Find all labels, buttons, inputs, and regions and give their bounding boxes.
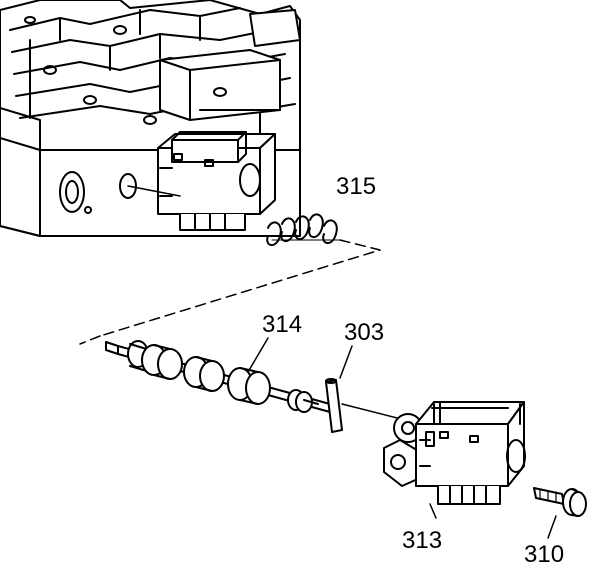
leader-line-solenoid (429, 503, 437, 519)
callout-313: 313 (402, 527, 442, 554)
spring (266, 213, 343, 246)
leader-line-body (127, 185, 181, 197)
callout-314: 314 (262, 311, 302, 338)
explosion-guide-lower (79, 335, 101, 345)
leader-line-valve (247, 337, 269, 373)
callout-303: 303 (344, 319, 384, 346)
mounted-solenoid (157, 131, 276, 231)
callout-310: 310 (524, 541, 564, 568)
callout-315: 315 (336, 173, 376, 200)
explosion-guide-upper (99, 239, 381, 337)
leader-line-lower (341, 403, 406, 421)
bolt (533, 487, 587, 517)
solenoid-assembly (383, 401, 526, 505)
leader-line-pin (339, 345, 353, 379)
retaining-pin (325, 378, 343, 433)
leader-line-bolt (547, 515, 557, 539)
valve-spool (105, 340, 331, 413)
